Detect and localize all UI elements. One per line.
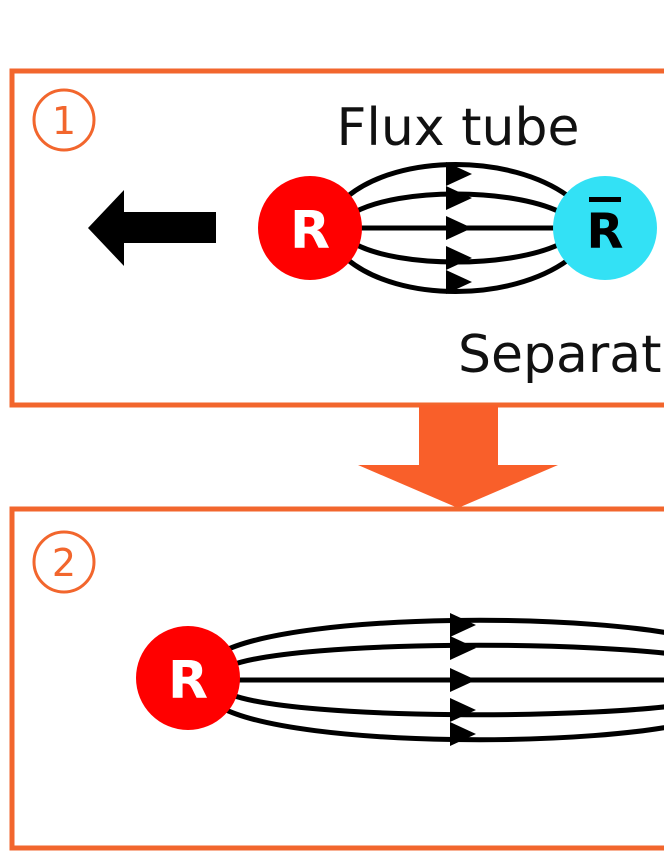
- flux-arrowhead: [446, 216, 472, 240]
- flux-arrowhead: [450, 698, 476, 722]
- antiquark-bar: [589, 197, 621, 202]
- flux-tube-title: Flux tube: [337, 98, 580, 158]
- flux-arrowhead: [450, 613, 476, 637]
- panel-1-frame: [9, 68, 664, 408]
- flux-line: [231, 642, 664, 668]
- flux-arrowhead: [446, 162, 472, 186]
- panel-1-number-badge: 1: [32, 88, 96, 152]
- separate-label: Separate: [458, 325, 664, 385]
- panel-2-number: 2: [52, 541, 76, 585]
- flux-arrowheads-stretched: [450, 613, 476, 746]
- flux-arrowhead: [450, 636, 476, 660]
- flux-arrowheads: [446, 162, 472, 294]
- quark-red-2: R: [136, 626, 240, 730]
- flux-arrowhead: [450, 668, 476, 692]
- antiquark-label: R: [587, 204, 624, 260]
- quark-red: R: [258, 176, 362, 280]
- flux-arrowhead: [446, 270, 472, 294]
- panel-2: 2 R: [9, 506, 664, 851]
- flux-arrowhead: [450, 722, 476, 746]
- flux-line: [346, 162, 570, 199]
- quark-label: R: [290, 201, 330, 261]
- arrow-left-icon: [88, 190, 216, 266]
- flux-line: [346, 257, 570, 294]
- flux-arrowhead: [446, 246, 472, 270]
- panel-2-frame: [9, 506, 664, 851]
- panel-2-number-badge: 2: [32, 530, 96, 594]
- flux-line: [231, 692, 664, 718]
- flux-arrowhead: [446, 186, 472, 210]
- quark-label-2: R: [168, 651, 208, 711]
- panel-1: 1 Flux tube: [9, 68, 664, 408]
- panel-1-number: 1: [52, 99, 76, 143]
- flux-tube-lines-stretched: [220, 617, 664, 743]
- arrow-down-icon: [358, 405, 558, 508]
- antiquark-cyan: R: [553, 176, 657, 280]
